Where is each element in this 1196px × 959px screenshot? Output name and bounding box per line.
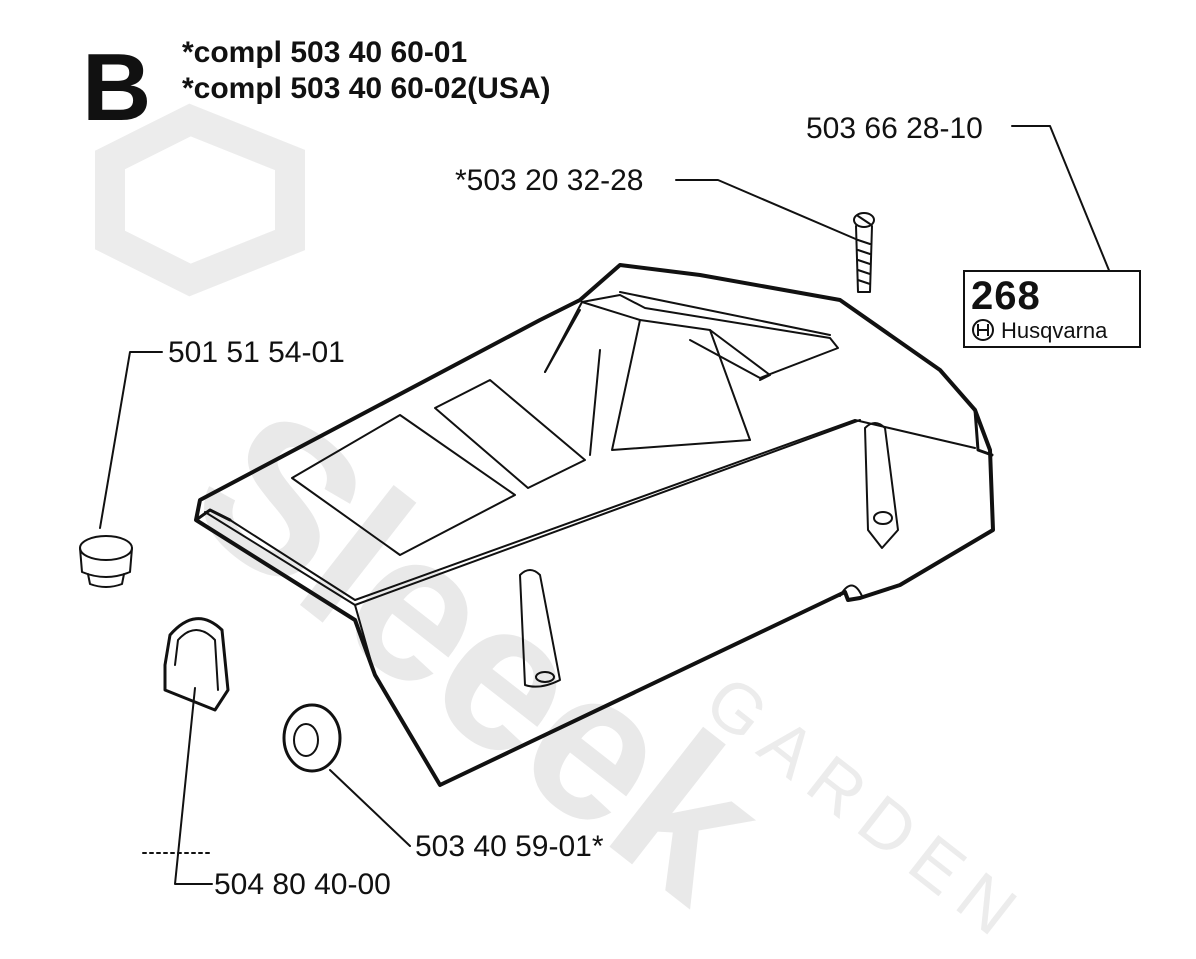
grommet-part bbox=[282, 703, 342, 773]
decal-model: 268 bbox=[971, 274, 1041, 318]
label-cover-seal: 504 80 40-00 bbox=[214, 868, 391, 901]
decal-part: 268 Husqvarna bbox=[963, 270, 1141, 348]
decal-brand: Husqvarna bbox=[1001, 318, 1108, 343]
leader-lines bbox=[99, 125, 1116, 885]
kit-number-1: *compl 503 40 60-01 bbox=[182, 36, 468, 69]
label-plug: 501 51 54-01 bbox=[168, 336, 345, 369]
cover-drawing bbox=[79, 125, 1116, 885]
cylinder-cover bbox=[194, 263, 995, 787]
parts-diagram: Sleeek GARDEN B *compl 503 40 60-01 *com… bbox=[79, 34, 1141, 958]
label-decal: 503 66 28-10 bbox=[806, 112, 983, 145]
section-letter: B bbox=[82, 34, 152, 141]
cover-seal-part bbox=[163, 617, 230, 712]
plug-part bbox=[79, 535, 133, 588]
label-screw: *503 20 32-28 bbox=[455, 164, 644, 197]
kit-number-2: *compl 503 40 60-02(USA) bbox=[182, 72, 551, 105]
watermark-logo-icon bbox=[95, 103, 305, 297]
screw-part bbox=[853, 212, 875, 293]
label-grommet: 503 40 59-01* bbox=[415, 830, 604, 863]
husqvarna-logo-icon bbox=[972, 319, 994, 341]
